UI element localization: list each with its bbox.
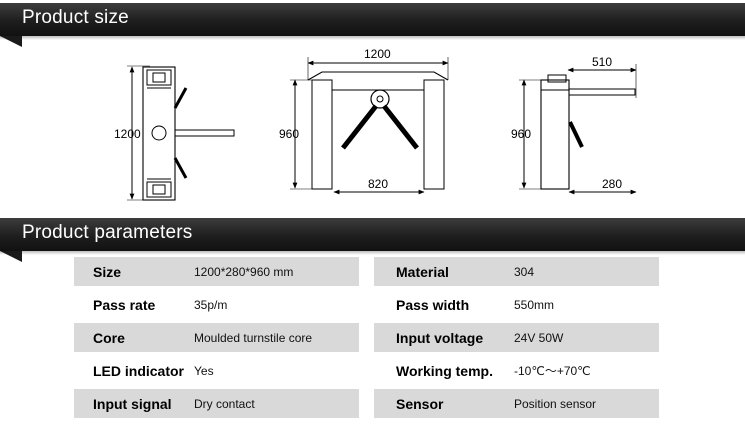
param-key: Core (74, 323, 194, 352)
drawing-end-view (519, 64, 637, 195)
banner-bar (0, 3, 745, 36)
rotor (370, 89, 390, 109)
banner-tab (0, 36, 22, 47)
param-key: Input voltage (374, 323, 514, 352)
end-arm (568, 88, 636, 96)
param-key: Size (74, 257, 194, 286)
param-key: Working temp. (396, 362, 493, 379)
end-cabinet (540, 79, 570, 190)
param-key: Pass width (396, 296, 470, 313)
dim-arm-length: 510 (592, 55, 612, 69)
table-row: Pass rate 35p/m Pass width 550mm (74, 288, 672, 321)
banner-bar (0, 218, 745, 251)
left-post (311, 79, 333, 190)
dim-passage: 820 (368, 177, 388, 191)
param-value: Yes (194, 363, 214, 378)
banner-shadow (0, 251, 745, 255)
product-parameters-banner: Product parameters (0, 218, 745, 262)
cabinet-outline-top (142, 66, 176, 201)
dim-depth: 280 (602, 177, 622, 191)
right-post (423, 79, 445, 190)
product-size-title: Product size (22, 7, 129, 28)
table-row: LED indicator Yes Working temp. -10℃～+70℃ (74, 354, 672, 387)
param-key: Sensor (374, 389, 514, 418)
product-parameters-title: Product parameters (22, 222, 193, 243)
hub-circle (151, 125, 167, 141)
arm-horizontal (174, 129, 235, 137)
param-value: Moulded turnstile core (194, 323, 359, 352)
banner-shadow (0, 36, 745, 40)
dim-end-height: 960 (511, 127, 531, 141)
dim-side-width: 1200 (364, 47, 391, 61)
param-value: 24V 50W (514, 323, 659, 352)
top-lid (307, 71, 449, 81)
param-key: Pass rate (93, 296, 156, 313)
banner-tab (0, 251, 22, 262)
param-value: Dry contact (194, 389, 359, 418)
dim-front-height: 1200 (114, 127, 141, 141)
param-value: 550mm (514, 297, 555, 312)
product-size-banner: Product size (0, 3, 745, 47)
param-key: LED indicator (93, 362, 185, 379)
param-key: Material (374, 257, 514, 286)
drawing-front-view (290, 57, 449, 195)
param-value: 304 (514, 257, 659, 286)
param-key: Input signal (74, 389, 194, 418)
param-value: Position sensor (514, 389, 659, 418)
dim-side-height: 960 (279, 127, 299, 141)
param-value: 1200*280*960 mm (194, 257, 359, 286)
drawing-top-view (127, 65, 235, 201)
param-value: -10℃～+70℃ (514, 364, 591, 378)
param-value: 35p/m (194, 297, 228, 312)
